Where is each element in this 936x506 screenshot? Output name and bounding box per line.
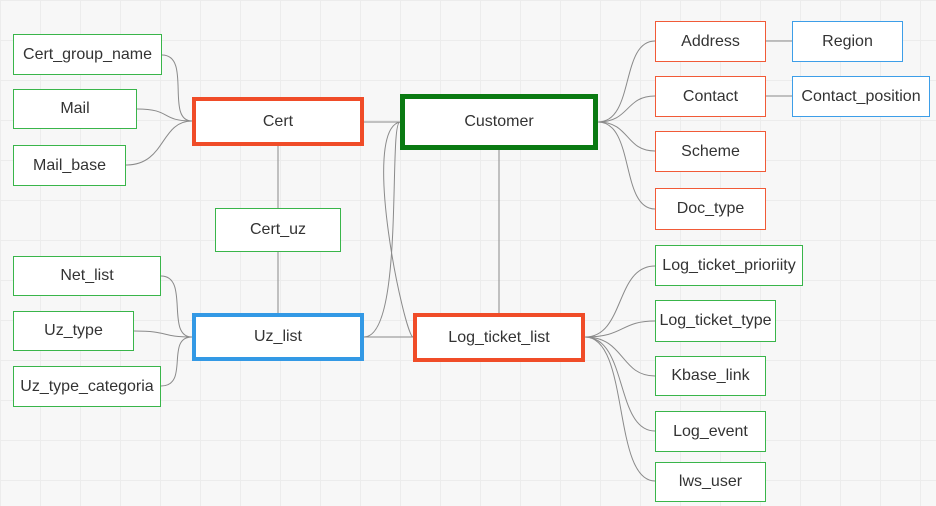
node-log-ticket-prioriity[interactable]: Log_ticket_prioriity [655, 245, 803, 286]
node-label: Mail_base [33, 156, 106, 174]
node-label: Customer [464, 113, 534, 130]
node-log-event[interactable]: Log_event [655, 411, 766, 452]
node-label: Uz_type [44, 322, 103, 339]
node-label: Log_event [673, 422, 748, 440]
node-doc-type[interactable]: Doc_type [655, 188, 766, 230]
edge-uz-type-uz-list [133, 330, 193, 338]
edge-log-ticket-list-lws-user [584, 336, 656, 482]
node-label: Cert [262, 112, 294, 130]
edge-log-ticket-list-prioriity [584, 265, 656, 338]
node-kbase-link[interactable]: Kbase_link [655, 356, 766, 396]
node-address[interactable]: Address [655, 21, 766, 62]
node-cert[interactable]: Cert [192, 97, 364, 146]
node-mail-base[interactable]: Mail_base [13, 145, 126, 186]
edge-customer-doc-type [597, 121, 656, 210]
node-contact[interactable]: Contact [655, 76, 766, 117]
edge-customer-log-ticket-list-curve [383, 121, 414, 338]
node-uz-type-categoria[interactable]: Uz_type_categoria [13, 366, 161, 407]
edge-uz-type-categoria-uz-list [160, 336, 193, 387]
edge-uz-list-customer [363, 121, 401, 338]
edge-customer-scheme [597, 121, 656, 152]
node-label: Doc_type [676, 200, 745, 217]
node-label: lws_user [678, 473, 743, 490]
edge-log-ticket-list-type [584, 320, 656, 338]
node-label: Log_ticket_prioriity [662, 256, 796, 274]
node-label: Region [822, 32, 873, 50]
node-cert-group-name[interactable]: Cert_group_name [13, 34, 162, 75]
node-uz-type[interactable]: Uz_type [13, 311, 134, 351]
edge-cert-group-name-cert [161, 54, 193, 122]
edge-customer-address [597, 40, 656, 123]
node-contact-position[interactable]: Contact_position [792, 76, 930, 117]
node-cert-uz[interactable]: Cert_uz [215, 208, 341, 252]
node-label: Contact_position [801, 87, 921, 105]
node-label: Scheme [681, 142, 740, 160]
node-label: Contact [682, 87, 739, 105]
node-label: Log_ticket_list [448, 328, 550, 346]
node-label: Uz_type_categoria [20, 377, 154, 395]
node-mail[interactable]: Mail [13, 89, 137, 129]
node-label: Log_ticket_type [659, 312, 772, 329]
edge-net-list-uz-list [160, 275, 193, 338]
node-log-ticket-list[interactable]: Log_ticket_list [413, 313, 585, 362]
node-label: Cert_uz [249, 221, 307, 238]
node-scheme[interactable]: Scheme [655, 131, 766, 172]
edge-mail-base-cert [125, 120, 193, 166]
node-log-ticket-type[interactable]: Log_ticket_type [655, 300, 776, 342]
node-label: Address [681, 32, 740, 50]
edge-log-ticket-list-kbase-link [584, 336, 656, 377]
node-region[interactable]: Region [792, 21, 903, 62]
node-label: Kbase_link [671, 367, 750, 384]
node-label: Cert_group_name [23, 45, 152, 63]
node-net-list[interactable]: Net_list [13, 256, 161, 296]
node-label: Uz_list [253, 328, 302, 345]
node-customer[interactable]: Customer [400, 94, 598, 150]
node-uz-list[interactable]: Uz_list [192, 313, 364, 361]
node-lws-user[interactable]: lws_user [655, 462, 766, 502]
edge-log-ticket-list-log-event [584, 336, 656, 432]
node-label: Net_list [60, 267, 114, 284]
edge-customer-contact [597, 95, 656, 123]
node-label: Mail [60, 100, 90, 117]
edge-mail-cert [136, 108, 193, 122]
